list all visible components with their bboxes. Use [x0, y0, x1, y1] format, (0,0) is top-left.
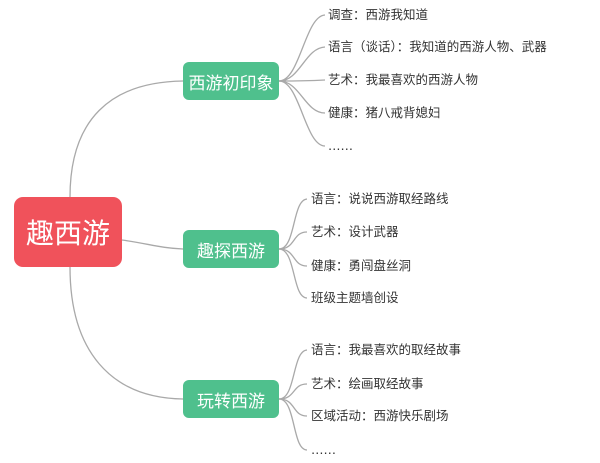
connector-b0-l4 [278, 80, 326, 147]
leaf-b2-1[interactable]: 艺术：绘画取经故事 [311, 376, 424, 391]
root-node[interactable]: 趣西游 [14, 197, 122, 267]
connector-b1-l2 [278, 248, 308, 267]
connector-b0-l0 [278, 14, 326, 82]
leaf-b1-2[interactable]: 健康：勇闯盘丝洞 [311, 258, 412, 273]
leaf-b0-1[interactable]: 语言（谈话）：我知道的西游人物、武器 [328, 39, 547, 54]
branch-node-1[interactable]: 趣探西游 [183, 230, 279, 268]
leaf-b0-2[interactable]: 艺术：我最喜欢的西游人物 [328, 72, 479, 87]
leaf-b0-0[interactable]: 调查：西游我知道 [328, 7, 429, 22]
connector-b2-l1 [278, 383, 308, 400]
leaf-b0-3[interactable]: 健康：猪八戒背媳妇 [328, 105, 441, 120]
leaf-b1-1[interactable]: 艺术：设计武器 [311, 224, 399, 239]
branch-node-0[interactable]: 西游初印象 [183, 62, 279, 100]
connector-root-branch-1 [121, 239, 184, 250]
connector-b0-l1 [278, 46, 326, 82]
leaf-b1-0[interactable]: 语言：说说西游取经路线 [311, 191, 449, 206]
leaf-b1-3[interactable]: 班级主题墙创设 [311, 290, 399, 305]
leaf-b0-4[interactable]: …… [328, 138, 353, 153]
connector-b2-l3 [278, 398, 308, 451]
connector-b0-l3 [278, 80, 326, 114]
connector-root-branch-0 [69, 80, 184, 198]
leaf-b2-0[interactable]: 语言：我最喜欢的取经故事 [311, 342, 462, 357]
leaf-b2-2[interactable]: 区域活动：西游快乐剧场 [311, 408, 449, 423]
connector-b2-l2 [278, 398, 308, 417]
connector-b1-l0 [278, 198, 308, 250]
connector-b1-l1 [278, 231, 308, 250]
connector-b2-l0 [278, 349, 308, 400]
leaf-b2-3[interactable]: …… [311, 442, 336, 457]
branch-node-2[interactable]: 玩转西游 [183, 380, 279, 418]
connector-b1-l3 [278, 248, 308, 299]
connector-root-branch-2 [69, 266, 184, 400]
